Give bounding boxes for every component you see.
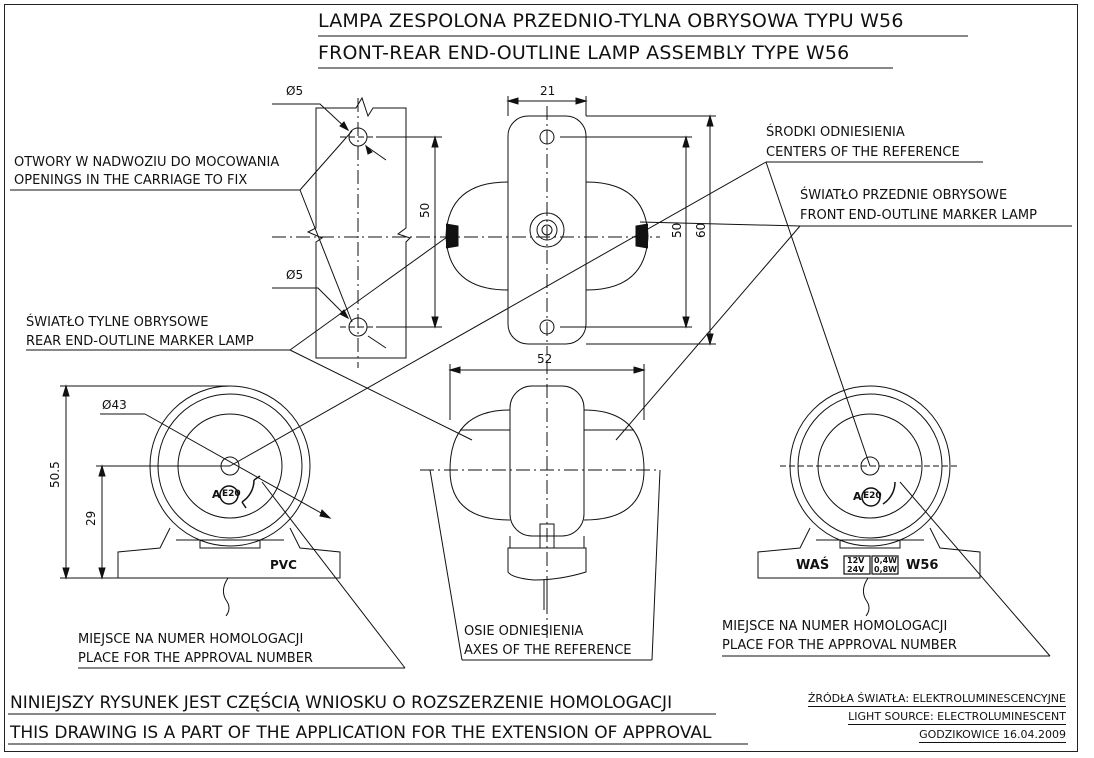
footer-light-source-en: LIGHT SOURCE: ELECTROLUMINESCENT [848, 710, 1066, 725]
mounting-plate-view [272, 96, 442, 368]
footer-notice-pl: NINIEJSZY RYSUNEK JEST CZĘŚCIĄ WNIOSKU O… [10, 693, 673, 713]
callout-front-marker-pl: ŚWIATŁO PRZEDNIE OBRYSOWE [800, 188, 1008, 203]
front-view-left [60, 384, 406, 669]
footer-notice-en: THIS DRAWING IS A PART OF THE APPLICATIO… [10, 723, 712, 743]
callout-front-marker-en: FRONT END-OUTLINE MARKER LAMP [800, 208, 1037, 223]
base-text-left: PVC [270, 558, 297, 572]
callout-approval-left-en: PLACE FOR THE APPROVAL NUMBER [78, 651, 313, 666]
callout-rear-marker-en: REAR END-OUTLINE MARKER LAMP [26, 334, 254, 349]
callout-approval-right-en: PLACE FOR THE APPROVAL NUMBER [722, 638, 957, 653]
top-view [440, 96, 716, 354]
side-view [420, 360, 661, 661]
callout-approval-left-pl: MIEJSCE NA NUMER HOMOLOGACJI [78, 632, 304, 647]
callout-holes-pl: OTWORY W NADWOZIU DO MOCOWANIA [14, 155, 280, 170]
dim-total-height: 50.5 [48, 461, 62, 488]
dim-total-width: 52 [537, 352, 553, 366]
model-right: W56 [906, 558, 939, 573]
title-line-en: FRONT-REAR END-OUTLINE LAMP ASSEMBLY TYP… [318, 42, 850, 64]
approval-mark-left: E20 [222, 489, 241, 499]
callout-holes-en: OPENINGS IN THE CARRIAGE TO FIX [14, 173, 248, 188]
dim-hole-dia-bottom: Ø5 [286, 268, 304, 282]
brand-right: WAŚ [796, 558, 830, 573]
approval-prefix-left: A [212, 488, 221, 501]
power-1: 0,4W [874, 556, 897, 565]
dim-body-width: 21 [540, 84, 556, 98]
dim-body-height-inner: 50 [670, 222, 684, 238]
callout-centers-pl: ŚRODKI ODNIESIENIA [766, 125, 905, 140]
callout-axes-en: AXES OF THE REFERENCE [464, 643, 632, 658]
power-2: 0,8W [874, 565, 897, 574]
callout-axes-pl: OSIE ODNIESIENIA [464, 624, 584, 639]
dim-lens-dia: Ø43 [102, 398, 127, 412]
callout-centers-en: CENTERS OF THE REFERENCE [766, 145, 960, 160]
approval-prefix-right: A [853, 490, 862, 503]
voltage-1: 12V [847, 556, 865, 565]
callout-rear-marker-pl: ŚWIATŁO TYLNE OBRYSOWE [26, 315, 209, 330]
footer-place-date: GODZIKOWICE 16.04.2009 [919, 728, 1066, 743]
dim-hole-spacing: 50 [418, 202, 432, 218]
title-line-pl: LAMPA ZESPOLONA PRZEDNIO-TYLNA OBRYSOWA … [318, 10, 904, 32]
dim-axis-height: 29 [84, 510, 98, 526]
dim-body-height-outer: 60 [694, 222, 708, 238]
footer-light-source-pl: ŹRÓDŁA ŚWIATŁA: ELEKTROLUMINESCENCYJNE [807, 692, 1066, 707]
callout-leaders [10, 161, 1072, 661]
drawing-frame [4, 4, 1078, 752]
voltage-2: 24V [847, 565, 865, 574]
dim-hole-dia-top: Ø5 [286, 84, 304, 98]
callout-approval-right-pl: MIEJSCE NA NUMER HOMOLOGACJI [722, 619, 948, 634]
front-view-right [722, 385, 1051, 657]
approval-mark-right: E20 [863, 491, 882, 501]
